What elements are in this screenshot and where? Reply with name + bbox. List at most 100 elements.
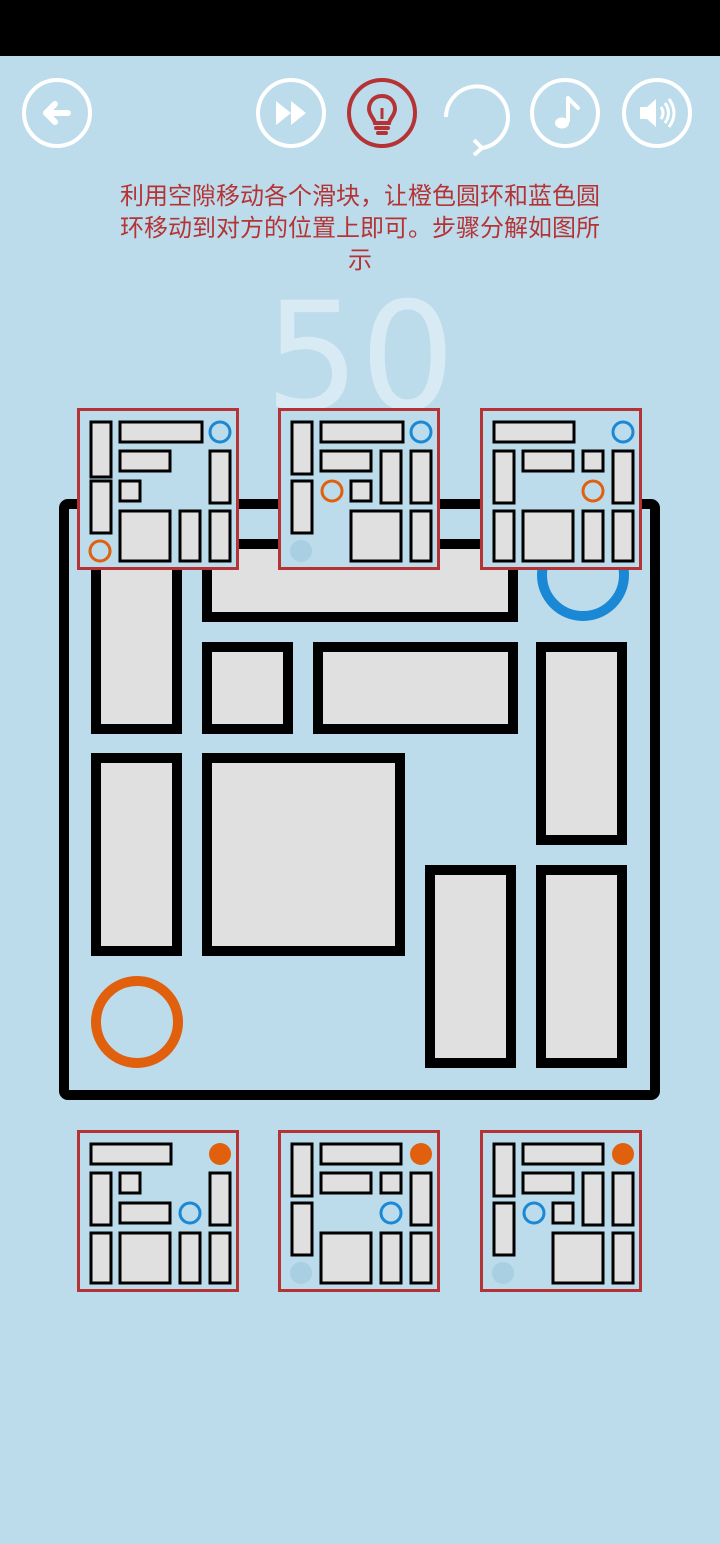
mini-orange-ring xyxy=(320,479,344,503)
mini-block xyxy=(492,509,516,563)
mini-block xyxy=(118,479,142,503)
mini-block xyxy=(409,509,433,563)
block-bottom-tall-a xyxy=(425,865,516,1068)
mini-block xyxy=(290,1201,314,1257)
step-thumbnail-5 xyxy=(278,1130,440,1292)
mini-block xyxy=(118,449,172,473)
mini-blue-ring xyxy=(208,420,232,444)
mini-block xyxy=(208,1231,232,1285)
speaker-icon xyxy=(640,98,676,128)
mini-blue-ring xyxy=(379,1201,403,1225)
mini-block xyxy=(521,1171,575,1195)
mini-block xyxy=(319,420,405,444)
mini-block xyxy=(178,509,202,563)
mini-block xyxy=(89,479,113,535)
step-thumbnail-2-diagram xyxy=(290,420,433,563)
status-bar xyxy=(0,0,720,56)
mini-block xyxy=(581,449,605,473)
mini-block xyxy=(89,1231,113,1285)
mini-block xyxy=(551,1201,575,1225)
block-bottom-tall-b xyxy=(536,865,627,1068)
step-thumbnail-3-diagram xyxy=(492,420,635,563)
lightbulb-icon xyxy=(366,93,398,135)
mini-orange-dot xyxy=(410,1143,432,1165)
mini-block xyxy=(118,420,204,444)
orange-ring xyxy=(91,976,183,1068)
mini-orange-dot xyxy=(612,1143,634,1165)
mini-block xyxy=(349,509,403,563)
mini-blue-ring xyxy=(611,420,635,444)
mini-block xyxy=(290,1142,314,1198)
mini-block xyxy=(521,449,575,473)
mini-ghost-dot xyxy=(492,1262,514,1284)
mini-block xyxy=(521,509,575,563)
mini-block xyxy=(551,1231,605,1285)
mini-ghost-dot xyxy=(290,1262,312,1284)
step-thumbnail-4-diagram xyxy=(89,1142,232,1285)
step-thumbnail-2 xyxy=(278,408,440,570)
sound-button[interactable] xyxy=(622,78,692,148)
mini-block xyxy=(521,1142,605,1166)
mini-ghost-dot xyxy=(290,540,312,562)
mini-block xyxy=(118,1231,172,1285)
mini-block xyxy=(118,1201,172,1225)
hint-text: 利用空隙移动各个滑块，让橙色圆环和蓝色圆环移动到对方的位置上即可。步骤分解如图所… xyxy=(120,182,600,274)
step-thumbnail-3 xyxy=(480,408,642,570)
mini-block xyxy=(89,420,113,479)
restart-button[interactable] xyxy=(438,78,516,157)
step-thumbnail-4 xyxy=(77,1130,239,1292)
step-thumbnail-1-diagram xyxy=(88,420,232,563)
mini-block xyxy=(319,1231,373,1285)
mini-block xyxy=(611,449,635,505)
mini-block xyxy=(319,1171,373,1195)
mini-block xyxy=(492,449,516,505)
mini-block xyxy=(319,449,373,473)
mini-block xyxy=(379,449,403,505)
block-left-tall-top xyxy=(91,539,182,734)
mini-block xyxy=(492,1201,516,1257)
mini-blue-ring xyxy=(178,1201,202,1225)
mini-block xyxy=(290,479,314,535)
mini-block xyxy=(349,479,373,503)
mini-block xyxy=(178,1231,202,1285)
step-thumbnail-6-diagram xyxy=(492,1142,635,1285)
back-arrow-icon xyxy=(43,101,71,125)
mini-block xyxy=(208,1171,232,1227)
mini-block xyxy=(290,420,314,476)
skip-button[interactable] xyxy=(256,78,326,148)
mini-block xyxy=(208,509,232,563)
mini-block xyxy=(118,509,172,563)
mini-block xyxy=(409,1231,433,1285)
mini-block xyxy=(89,1171,113,1227)
mini-block xyxy=(379,1171,403,1195)
mini-block xyxy=(492,1142,516,1198)
mini-blue-ring xyxy=(409,420,433,444)
step-thumbnail-5-diagram xyxy=(290,1142,433,1285)
mini-block xyxy=(492,420,576,444)
block-middle-horizontal xyxy=(313,642,518,734)
mini-block xyxy=(89,1142,173,1166)
mini-block xyxy=(611,509,635,563)
step-thumbnail-6 xyxy=(480,1130,642,1292)
restart-icon xyxy=(444,84,510,157)
mini-orange-ring xyxy=(581,479,605,503)
music-note-icon xyxy=(555,96,580,129)
hint-button[interactable] xyxy=(347,78,417,148)
mini-block xyxy=(581,509,605,563)
mini-blue-ring xyxy=(522,1201,546,1225)
mini-block xyxy=(409,449,433,505)
mini-block xyxy=(581,1171,605,1227)
mini-block xyxy=(379,1231,403,1285)
mini-block xyxy=(118,1171,142,1195)
mini-orange-dot xyxy=(209,1143,231,1165)
mini-block xyxy=(319,1142,403,1166)
block-big-square xyxy=(202,753,405,956)
mini-block xyxy=(409,1171,433,1227)
mini-block xyxy=(611,1171,635,1227)
music-button[interactable] xyxy=(530,78,600,148)
mini-orange-ring xyxy=(88,539,112,563)
back-button[interactable] xyxy=(22,78,92,148)
step-thumbnail-1 xyxy=(77,408,239,570)
mini-block xyxy=(208,449,232,505)
block-small-square xyxy=(202,642,293,734)
